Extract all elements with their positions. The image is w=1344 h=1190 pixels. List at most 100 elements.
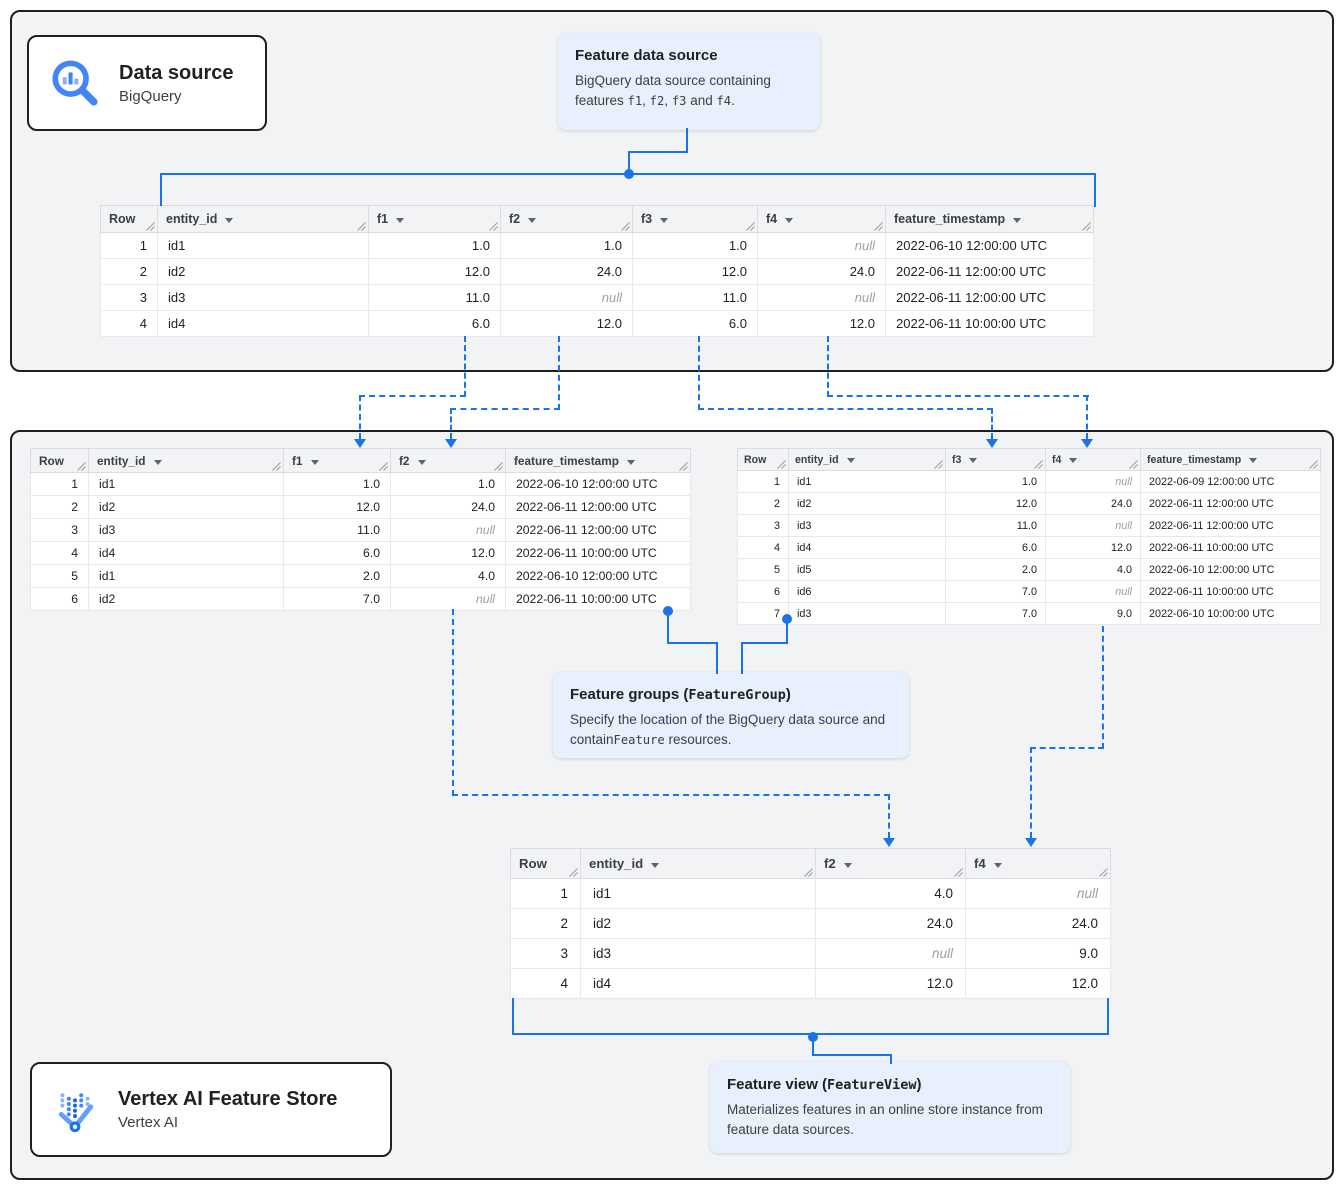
column-header-f3[interactable]: f3 xyxy=(632,205,758,233)
column-resize-handle[interactable] xyxy=(77,462,86,471)
dashed-connector-f2 xyxy=(558,336,560,410)
sort-dropdown-icon[interactable] xyxy=(993,863,1002,868)
data-source-card-subtitle: BigQuery xyxy=(119,87,182,105)
column-header-f1[interactable]: f1 xyxy=(283,448,391,473)
sort-dropdown-icon[interactable] xyxy=(626,459,635,465)
connector-line xyxy=(812,1054,892,1056)
sort-dropdown-icon[interactable] xyxy=(1249,457,1258,463)
column-header-f4[interactable]: f4 xyxy=(1045,448,1141,471)
connector-line xyxy=(667,642,718,644)
column-header-f2[interactable]: f2 xyxy=(390,448,506,473)
column-header-entity_id[interactable]: entity_id xyxy=(88,448,284,473)
column-label: Row xyxy=(39,453,64,468)
text: and xyxy=(686,92,717,108)
column-header-entity_id[interactable]: entity_id xyxy=(788,448,946,471)
dashed-connector-view-f2 xyxy=(888,794,890,838)
column-header-feature_timestamp[interactable]: feature_timestamp xyxy=(505,448,691,473)
column-header-f1[interactable]: f1 xyxy=(368,205,501,233)
column-header-entity_id[interactable]: entity_id xyxy=(580,848,816,879)
row-number-cell: 5 xyxy=(737,558,789,581)
column-header-Row[interactable]: Row xyxy=(30,448,89,473)
sort-dropdown-icon[interactable] xyxy=(651,863,660,868)
sort-dropdown-icon[interactable] xyxy=(153,459,162,465)
column-resize-handle[interactable] xyxy=(489,222,498,231)
column-header-f4[interactable]: f4 xyxy=(965,848,1111,879)
column-header-entity_id[interactable]: entity_id xyxy=(157,205,369,233)
data-cell: 2022-06-10 10:00:00 UTC xyxy=(1140,602,1321,625)
column-header-Row[interactable]: Row xyxy=(510,848,581,879)
text: Specify the location of the BigQuery dat… xyxy=(570,712,886,747)
data-cell: 2022-06-10 12:00:00 UTC xyxy=(885,232,1094,259)
sort-dropdown-icon[interactable] xyxy=(528,218,537,223)
data-source-card: Data source BigQuery xyxy=(27,35,267,131)
column-resize-handle[interactable] xyxy=(804,868,813,877)
column-resize-handle[interactable] xyxy=(1034,460,1043,469)
resize-glyph xyxy=(679,462,688,471)
data-cell: 12.0 xyxy=(283,495,391,519)
column-resize-handle[interactable] xyxy=(1099,868,1108,877)
row-number-cell: 3 xyxy=(737,514,789,537)
column-resize-handle[interactable] xyxy=(569,868,578,877)
sort-dropdown-icon[interactable] xyxy=(1069,457,1078,463)
column-resize-handle[interactable] xyxy=(621,222,630,231)
column-resize-handle[interactable] xyxy=(874,222,883,231)
data-cell: 7.0 xyxy=(945,580,1046,603)
dashed-connector-f4 xyxy=(827,336,829,397)
column-resize-handle[interactable] xyxy=(272,462,281,471)
column-resize-handle[interactable] xyxy=(379,462,388,471)
sort-dropdown-icon[interactable] xyxy=(969,457,978,463)
sort-dropdown-icon[interactable] xyxy=(660,218,669,223)
sort-dropdown-icon[interactable] xyxy=(785,218,794,223)
data-cell: 11.0 xyxy=(632,284,758,311)
column-header-feature_timestamp[interactable]: feature_timestamp xyxy=(1140,448,1321,471)
data-cell: id1 xyxy=(580,878,816,909)
data-cell: id6 xyxy=(788,580,946,603)
sort-dropdown-icon[interactable] xyxy=(310,459,319,465)
arrowhead-icon xyxy=(354,439,366,448)
column-resize-handle[interactable] xyxy=(494,462,503,471)
column-resize-handle[interactable] xyxy=(679,462,688,471)
data-cell: 1.0 xyxy=(390,472,506,496)
column-resize-handle[interactable] xyxy=(746,222,755,231)
column-header-f3[interactable]: f3 xyxy=(945,448,1046,471)
dashed-connector-f1 xyxy=(359,395,361,439)
sort-dropdown-icon[interactable] xyxy=(396,218,405,223)
bigquery-icon xyxy=(49,57,101,109)
column-resize-handle[interactable] xyxy=(1309,460,1318,469)
text: ) xyxy=(916,1076,922,1093)
sort-dropdown-icon[interactable] xyxy=(843,863,852,868)
column-resize-handle[interactable] xyxy=(1129,460,1138,469)
column-resize-handle[interactable] xyxy=(934,460,943,469)
data-cell: 12.0 xyxy=(390,541,506,565)
data-cell: 1.0 xyxy=(283,472,391,496)
column-header-Row[interactable]: Row xyxy=(737,448,789,471)
column-header-f2[interactable]: f2 xyxy=(500,205,633,233)
resize-glyph xyxy=(357,222,366,231)
column-resize-handle[interactable] xyxy=(146,222,155,231)
column-header-feature_timestamp[interactable]: feature_timestamp xyxy=(885,205,1094,233)
data-cell: id3 xyxy=(788,514,946,537)
column-header-f2[interactable]: f2 xyxy=(815,848,966,879)
column-label: feature_timestamp xyxy=(514,453,619,468)
column-header-f4[interactable]: f4 xyxy=(757,205,886,233)
feature-view-callout-title: Feature view (FeatureView) xyxy=(727,1076,1053,1093)
column-resize-handle[interactable] xyxy=(357,222,366,231)
data-cell: id2 xyxy=(788,492,946,515)
code-text: f1 xyxy=(627,93,643,108)
dashed-connector-f3 xyxy=(991,408,993,439)
column-header-Row[interactable]: Row xyxy=(100,205,158,233)
sort-dropdown-icon[interactable] xyxy=(846,457,855,463)
column-resize-handle[interactable] xyxy=(954,868,963,877)
sort-dropdown-icon[interactable] xyxy=(225,218,234,223)
data-cell: 7.0 xyxy=(283,587,391,611)
data-cell: id4 xyxy=(157,310,369,337)
data-cell: 2022-06-11 12:00:00 UTC xyxy=(885,284,1094,311)
row-number-cell: 2 xyxy=(30,495,89,519)
sort-dropdown-icon[interactable] xyxy=(417,459,426,465)
column-resize-handle[interactable] xyxy=(1082,222,1091,231)
sort-dropdown-icon[interactable] xyxy=(1013,218,1022,223)
column-resize-handle[interactable] xyxy=(777,460,786,469)
